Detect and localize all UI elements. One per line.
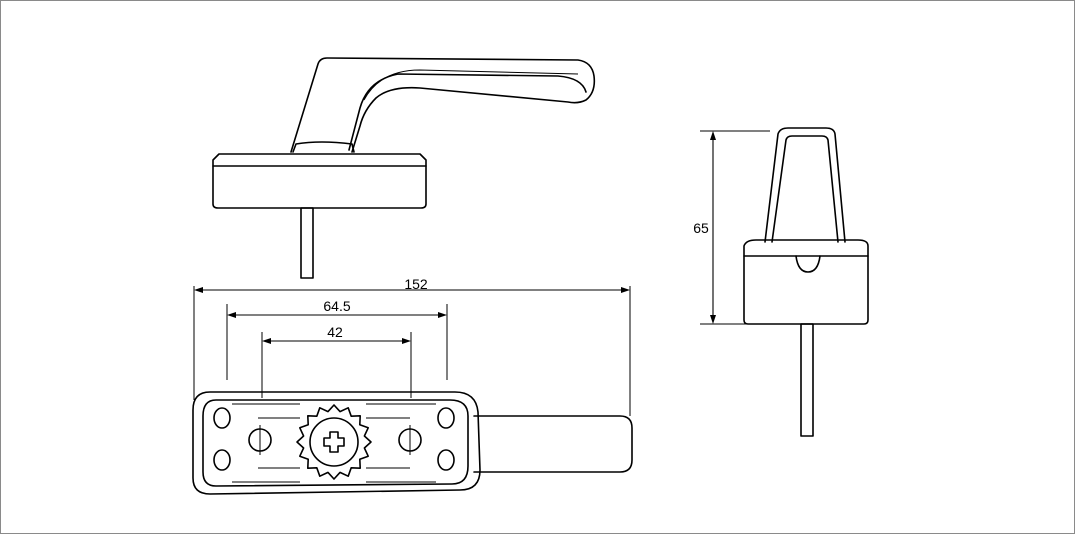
dimension-hole-spacing-outer: 64.5	[226, 298, 448, 380]
label-hole-spacing-outer: 64.5	[323, 298, 350, 314]
base-plate-view	[192, 391, 633, 495]
dimension-hole-spacing-inner: 42	[261, 324, 412, 398]
handle-side-view	[212, 57, 596, 279]
label-hole-spacing-inner: 42	[327, 324, 343, 340]
handle-end-view	[743, 127, 869, 437]
dimension-overall-length: 152	[193, 276, 631, 416]
label-height: 65	[693, 220, 709, 236]
dimension-height: 65	[693, 130, 770, 325]
label-overall-length: 152	[404, 276, 428, 292]
